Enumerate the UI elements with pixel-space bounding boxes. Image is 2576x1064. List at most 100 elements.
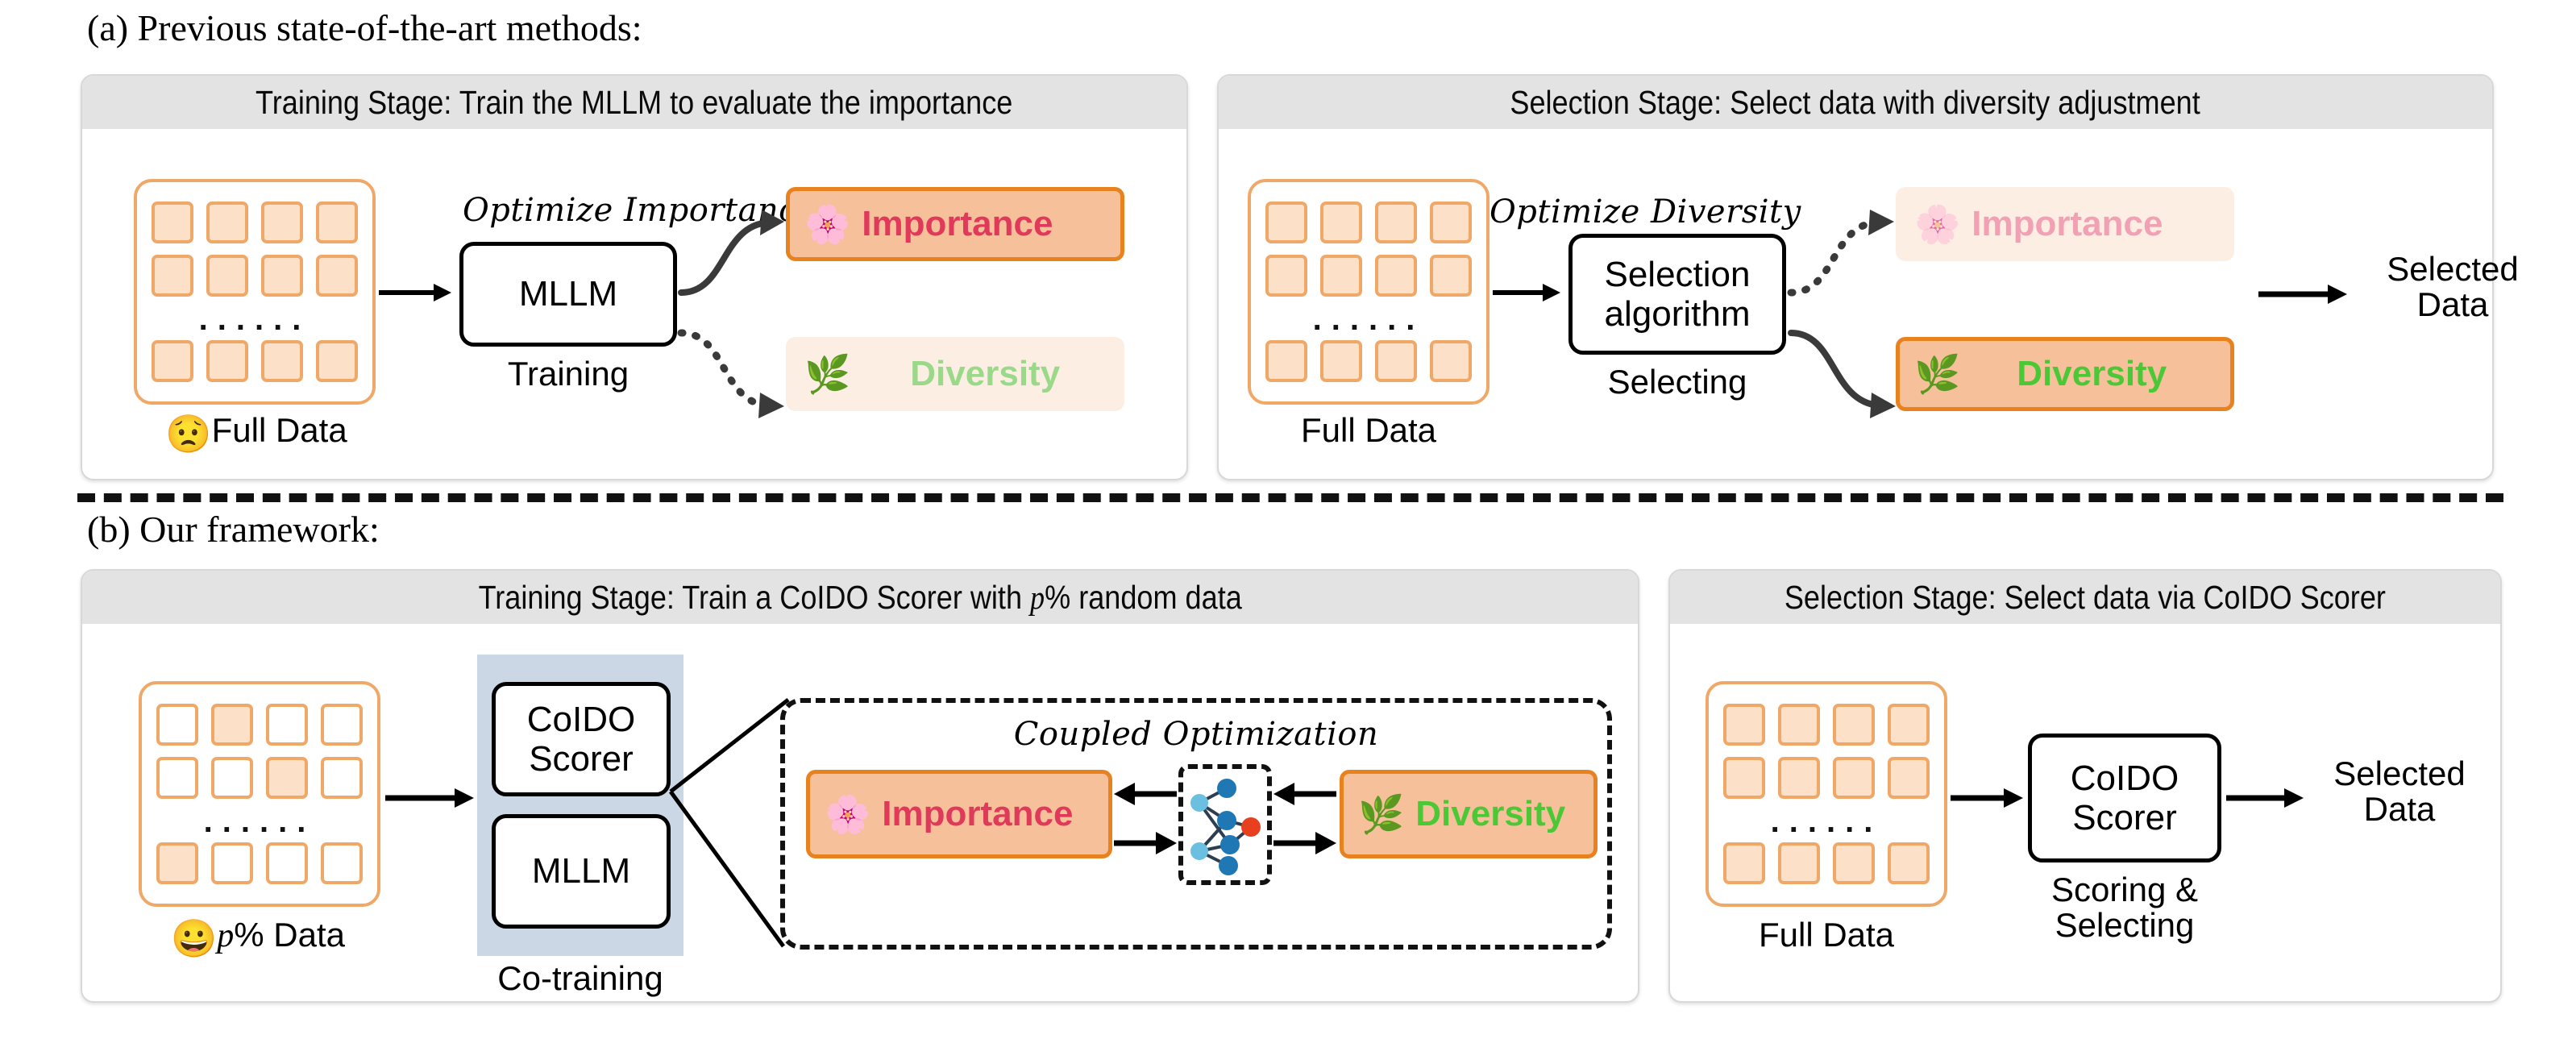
panel-b-left-header: Training Stage: Train a CoIDO Scorer wit… xyxy=(82,571,1638,624)
section-b-caption: (b) Our framework: xyxy=(87,509,380,550)
data-cell xyxy=(1833,704,1875,746)
selection-line1: Selection xyxy=(1604,254,1751,294)
leaf-emoji: 🌿 xyxy=(1914,352,1961,395)
mllm-label: MLLM xyxy=(518,274,618,314)
data-cell xyxy=(1430,255,1472,297)
data-cell xyxy=(1375,340,1417,382)
selected-line1: Selected xyxy=(2333,754,2466,792)
data-row xyxy=(156,704,363,746)
data-row xyxy=(1723,842,1930,884)
panel-a-left-header: Training Stage: Train the MLLM to evalua… xyxy=(82,76,1186,129)
data-cell xyxy=(321,757,363,799)
header-prefix: Training Stage: Train a CoIDO Scorer wit… xyxy=(478,579,1030,616)
coido-line2: Scorer xyxy=(2072,798,2177,837)
data-cell xyxy=(316,202,358,243)
coido-scorer-box-b-right: CoIDO Scorer xyxy=(2028,734,2221,862)
data-cell xyxy=(1265,340,1307,382)
mllm-label: MLLM xyxy=(531,851,631,892)
importance-badge-a-right: 🌸 Importance xyxy=(1896,187,2234,261)
coupled-optimization-region xyxy=(780,698,1612,950)
ellipsis-dots: ...... xyxy=(198,301,311,337)
data-cell xyxy=(1375,255,1417,297)
data-row xyxy=(152,202,358,243)
importance-badge-a-left: 🌸 Importance xyxy=(786,187,1124,261)
data-cell xyxy=(266,757,308,799)
coupled-optimization-title: Coupled Optimization xyxy=(1013,716,1379,753)
full-data-card-b-right: ...... xyxy=(1706,681,1947,907)
full-data-label-b-right: Full Data xyxy=(1758,916,1895,954)
arrows-network-diversity xyxy=(1273,783,1336,854)
leaf-emoji: 🌿 xyxy=(804,352,851,395)
data-cell xyxy=(1375,202,1417,243)
scoring-line2: Selecting xyxy=(2055,906,2195,945)
scoring-selecting-sublabel: Scoring & Selecting xyxy=(2028,871,2221,945)
data-cell xyxy=(316,255,358,297)
data-row xyxy=(1723,757,1930,799)
panel-a-right-header-text: Selection Stage: Select data with divers… xyxy=(1510,83,2201,121)
data-cell xyxy=(1888,704,1930,746)
optimize-diversity-label: Optimize Diversity xyxy=(1490,193,1801,231)
diversity-badge-a-left: 🌿 Diversity xyxy=(786,337,1124,411)
arrow-data-to-cotraining xyxy=(385,788,474,808)
data-cell xyxy=(261,255,303,297)
data-cell xyxy=(261,340,303,382)
data-cell xyxy=(1833,842,1875,884)
selection-algorithm-box: Selection algorithm xyxy=(1568,234,1786,355)
sad-face-emoji: 😟 xyxy=(165,413,212,455)
selected-data-label-b: Selected Data xyxy=(2307,754,2492,827)
data-row xyxy=(152,255,358,297)
section-a-caption: (a) Previous state-of-the-art methods: xyxy=(87,7,642,48)
full-data-label-a-right: Full Data xyxy=(1300,411,1437,449)
diversity-label: Diversity xyxy=(910,354,1061,393)
data-cell xyxy=(156,704,198,746)
data-cell xyxy=(156,757,198,799)
full-data-card-a-right: ...... xyxy=(1248,179,1490,405)
data-cell xyxy=(1320,340,1362,382)
diversity-label: Diversity xyxy=(1415,794,1566,833)
coido-line1: CoIDO xyxy=(2070,758,2179,798)
data-cell xyxy=(1265,255,1307,297)
data-row xyxy=(156,757,363,799)
data-cell xyxy=(1888,842,1930,884)
arrow-mllm-to-importance xyxy=(678,210,784,296)
data-cell xyxy=(211,704,253,746)
section-divider xyxy=(77,493,2503,502)
data-cell xyxy=(1265,202,1307,243)
data-cell xyxy=(152,255,193,297)
arrow-to-selected-data-a xyxy=(2258,285,2347,304)
arrow-data-to-mllm xyxy=(379,284,451,301)
data-cell xyxy=(266,842,308,884)
data-row xyxy=(1265,202,1472,243)
arrows-importance-network xyxy=(1114,783,1177,854)
full-data-text: Full Data xyxy=(211,411,347,449)
data-cell xyxy=(1320,202,1362,243)
leaf-emoji: 🌿 xyxy=(1358,792,1405,835)
coido-line2: Scorer xyxy=(529,739,634,779)
percent-data-text: % Data xyxy=(234,916,345,954)
panel-b-right-header: Selection Stage: Select data via CoIDO S… xyxy=(1670,571,2500,624)
arrow-mllm-to-diversity xyxy=(677,329,784,418)
selected-data-label-a: Selected Data xyxy=(2352,251,2553,322)
connector-scorer-to-coupled xyxy=(668,698,790,948)
co-training-sublabel: Co-training xyxy=(497,959,663,997)
ellipsis-dots: ...... xyxy=(1312,301,1425,337)
grinning-face-emoji: 😀 xyxy=(170,917,218,959)
flower-emoji: 🌸 xyxy=(825,792,871,835)
data-cell xyxy=(316,340,358,382)
data-cell xyxy=(1778,842,1820,884)
importance-label: Importance xyxy=(862,204,1053,243)
panel-b-right-header-text: Selection Stage: Select data via CoIDO S… xyxy=(1784,578,2387,616)
scoring-line1: Scoring & xyxy=(2050,871,2199,908)
data-cell xyxy=(152,340,193,382)
data-cell xyxy=(1320,255,1362,297)
ellipsis-dots: ...... xyxy=(1770,804,1883,839)
data-cell xyxy=(1723,704,1765,746)
data-cell xyxy=(211,757,253,799)
arrow-data-to-selection-algorithm xyxy=(1493,284,1560,301)
header-suffix: % random data xyxy=(1044,579,1242,616)
data-cell xyxy=(211,842,253,884)
data-row xyxy=(152,340,358,382)
data-cell xyxy=(261,202,303,243)
data-cell xyxy=(1723,842,1765,884)
header-var-p: p xyxy=(1029,579,1045,616)
